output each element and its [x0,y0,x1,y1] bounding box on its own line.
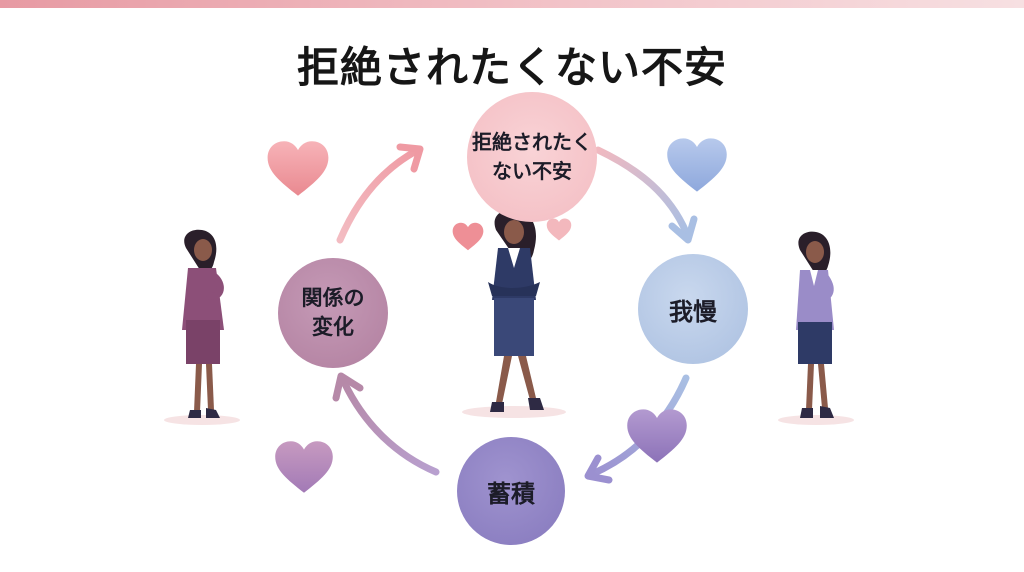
top-accent-bar [0,0,1024,8]
heart-icon [627,409,687,463]
heart-icon [546,218,572,241]
arrow-top-to-right [594,146,698,244]
person-icon [462,209,566,418]
heart-icon [452,222,484,251]
node-label: 蓄積 [487,479,535,508]
page-title: 拒絶されたくない不安 [296,43,727,92]
cycle-node-accumulation: 蓄積 [457,437,565,545]
node-label-line1: 関係の [301,286,365,310]
person-icon [778,231,854,425]
arrow-bottom-to-left [332,372,440,476]
node-label-line2: 変化 [312,315,354,339]
cycle-node-endurance: 我慢 [638,254,748,364]
node-label-line2: ない不安 [492,159,572,183]
cycle-node-anxiety: 拒絶されたく ない不安 [467,92,597,222]
heart-icon [667,138,727,192]
person-icon [164,229,240,425]
heart-icon [267,141,329,196]
node-label-line1: 拒絶されたく [472,130,592,154]
arrow-left-to-top [336,143,424,244]
heart-icon [275,441,333,493]
node-label: 我慢 [669,297,717,326]
cycle-node-relationship-change: 関係の 変化 [278,258,388,368]
